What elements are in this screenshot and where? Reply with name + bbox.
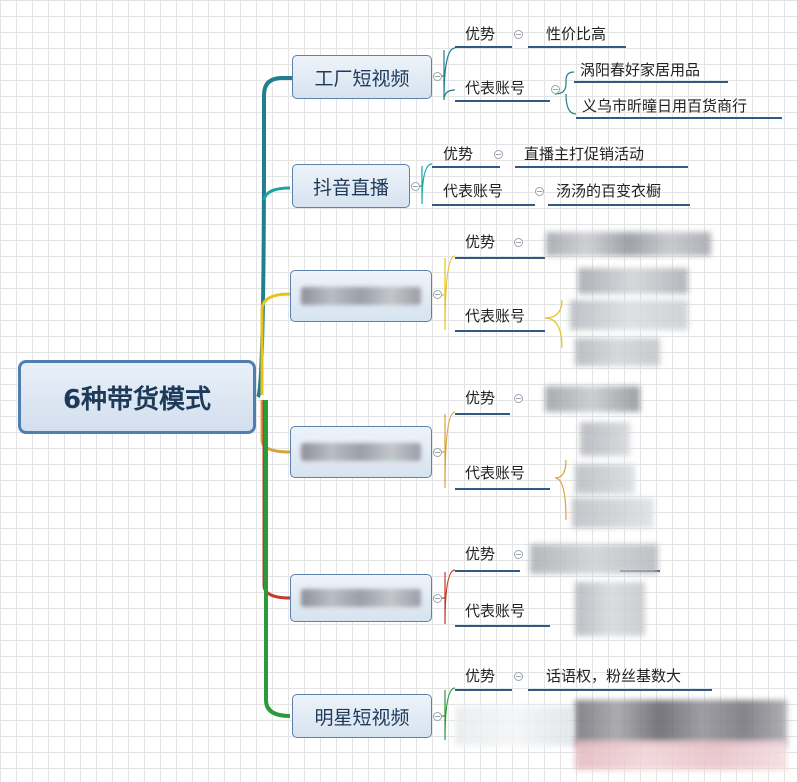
branch-title: 工厂短视频 bbox=[314, 67, 410, 90]
collapse-toggle-icon[interactable] bbox=[494, 150, 503, 159]
collapse-toggle-icon[interactable] bbox=[433, 72, 442, 81]
obscured-account bbox=[578, 268, 688, 294]
advantage-label: 优势 bbox=[465, 389, 496, 407]
advantage-value: 话语权，粉丝基数大 bbox=[546, 667, 682, 685]
branch-celebrity-short-video[interactable]: 明星短视频 bbox=[292, 694, 432, 738]
advantage-value: 性价比高 bbox=[546, 25, 607, 43]
account-item: 涡阳春好家居用品 bbox=[580, 61, 701, 79]
advantage-label: 优势 bbox=[465, 25, 496, 43]
obscured-branch-title bbox=[301, 589, 421, 607]
branch-obscured-3[interactable] bbox=[290, 270, 432, 322]
advantage-label: 优势 bbox=[465, 545, 496, 563]
collapse-toggle-icon[interactable] bbox=[514, 30, 523, 39]
obscured-account bbox=[575, 700, 787, 746]
accounts-label: 代表账号 bbox=[465, 464, 526, 482]
collapse-toggle-icon[interactable] bbox=[433, 594, 442, 603]
trunk-line-2 bbox=[262, 186, 291, 201]
accounts-label: 代表账号 bbox=[443, 182, 504, 200]
branch-title: 抖音直播 bbox=[312, 176, 389, 199]
obscured-accounts-label bbox=[455, 706, 573, 746]
obscured-advantage bbox=[546, 232, 711, 256]
accounts-label: 代表账号 bbox=[465, 79, 526, 97]
advantage-label: 优势 bbox=[443, 145, 474, 163]
branch-obscured-5[interactable] bbox=[290, 574, 432, 622]
advantage-label: 优势 bbox=[465, 667, 496, 685]
obscured-advantage bbox=[530, 544, 658, 574]
obscured-account bbox=[575, 338, 660, 366]
collapse-toggle-icon[interactable] bbox=[514, 394, 523, 403]
collapse-toggle-icon[interactable] bbox=[411, 182, 420, 191]
collapse-toggle-icon[interactable] bbox=[433, 448, 442, 457]
obscured-account bbox=[580, 422, 630, 456]
branch-obscured-4[interactable] bbox=[290, 426, 432, 478]
obscured-account bbox=[570, 300, 688, 330]
collapse-toggle-icon[interactable] bbox=[514, 238, 523, 247]
obscured-account bbox=[575, 582, 645, 636]
advantage-label: 优势 bbox=[465, 233, 496, 251]
collapse-toggle-icon[interactable] bbox=[433, 712, 442, 721]
advantage-value: 直播主打促销活动 bbox=[524, 145, 645, 163]
obscured-account bbox=[575, 464, 635, 494]
obscured-account bbox=[575, 740, 787, 770]
collapse-toggle-icon[interactable] bbox=[514, 672, 523, 681]
account-item: 义乌市昕曈日用百货商行 bbox=[582, 97, 748, 115]
collapse-toggle-icon[interactable] bbox=[514, 550, 523, 559]
obscured-account bbox=[572, 498, 654, 528]
accounts-label: 代表账号 bbox=[465, 307, 526, 325]
collapse-toggle-icon[interactable] bbox=[433, 290, 442, 299]
collapse-toggle-icon[interactable] bbox=[535, 187, 544, 196]
obscured-branch-title bbox=[301, 443, 421, 461]
root-node[interactable]: 6种带货模式 bbox=[18, 360, 256, 434]
branch-douyin-live[interactable]: 抖音直播 bbox=[292, 164, 410, 208]
obscured-advantage bbox=[545, 386, 640, 412]
root-title: 6种带货模式 bbox=[62, 384, 212, 415]
accounts-label: 代表账号 bbox=[465, 602, 526, 620]
obscured-branch-title bbox=[301, 287, 421, 305]
collapse-toggle-icon[interactable] bbox=[551, 85, 560, 94]
branch-title: 明星短视频 bbox=[314, 706, 410, 729]
account-item: 汤汤的百变衣橱 bbox=[556, 182, 662, 200]
trunk-line-6 bbox=[264, 400, 291, 718]
trunk-line-3 bbox=[260, 292, 291, 395]
branch-factory-short-video[interactable]: 工厂短视频 bbox=[292, 55, 432, 99]
